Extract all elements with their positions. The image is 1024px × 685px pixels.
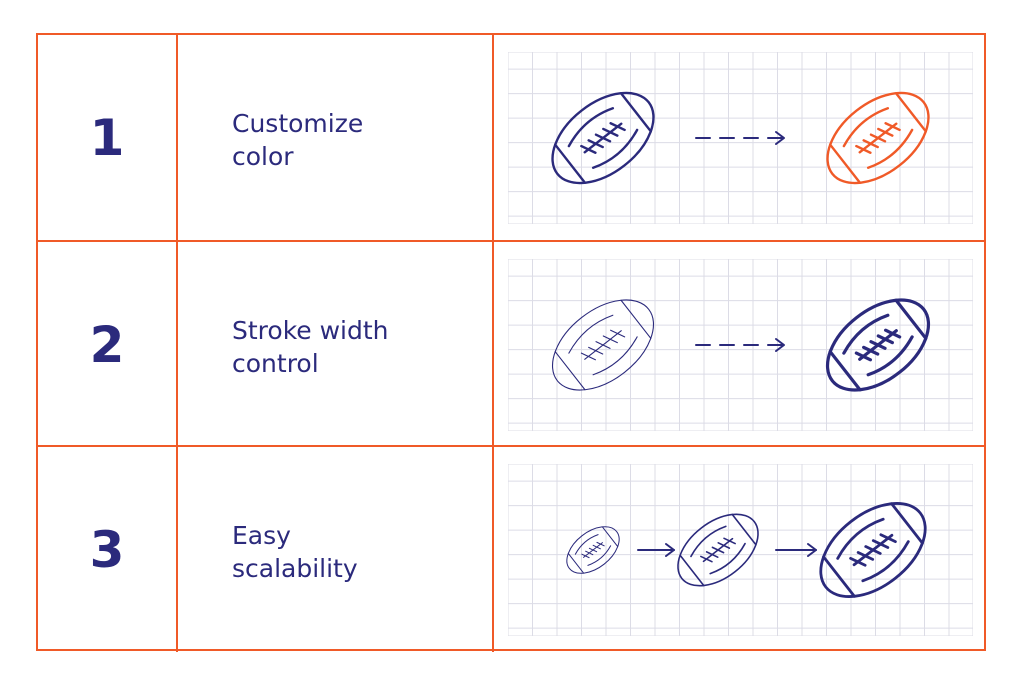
feature-label-line: Customize: [232, 109, 364, 138]
grid-background: [508, 464, 973, 636]
step-number: 1: [89, 108, 125, 167]
football-icon: [826, 91, 930, 185]
feature-label-line: control: [232, 349, 319, 378]
feature-label-line: Stroke width: [232, 316, 389, 345]
football-icon: [819, 502, 927, 598]
column-divider: [176, 447, 178, 652]
arrow-icon: [637, 543, 675, 557]
column-divider: [176, 35, 178, 240]
dashed-arrow-icon: [695, 338, 785, 352]
grid-background: [508, 52, 973, 224]
grid-illustration: [508, 52, 973, 224]
step-number: 2: [89, 315, 125, 374]
column-divider: [492, 242, 494, 447]
feature-label: Stroke width control: [232, 314, 472, 380]
football-icon: [677, 513, 759, 587]
feature-label-line: Easy: [232, 521, 291, 550]
football-icon: [825, 298, 931, 392]
feature-row-scalability: 3 Easy scalability: [38, 445, 984, 652]
feature-table: 1 Customize color 2 Str: [36, 33, 986, 652]
grid-background: [508, 259, 973, 431]
demo-panel-scale: [508, 464, 973, 636]
football-icon: [566, 526, 620, 574]
dashed-arrow-icon: [695, 131, 785, 145]
column-divider: [176, 242, 178, 447]
column-divider: [492, 447, 494, 652]
football-icon: [551, 299, 655, 391]
feature-row-customize-color: 1 Customize color: [38, 35, 984, 240]
grid-illustration: [508, 464, 973, 636]
demo-panel-color: [508, 52, 973, 224]
football-icon: [551, 91, 655, 185]
feature-label: Easy scalability: [232, 519, 472, 585]
feature-label-line: scalability: [232, 554, 358, 583]
arrow-icon: [775, 543, 817, 557]
feature-row-stroke-width: 2 Stroke width control: [38, 240, 984, 447]
grid-illustration: [508, 259, 973, 431]
demo-panel-stroke: [508, 259, 973, 431]
feature-label: Customize color: [232, 107, 472, 173]
feature-label-line: color: [232, 142, 294, 171]
column-divider: [492, 35, 494, 240]
step-number: 3: [89, 520, 125, 579]
